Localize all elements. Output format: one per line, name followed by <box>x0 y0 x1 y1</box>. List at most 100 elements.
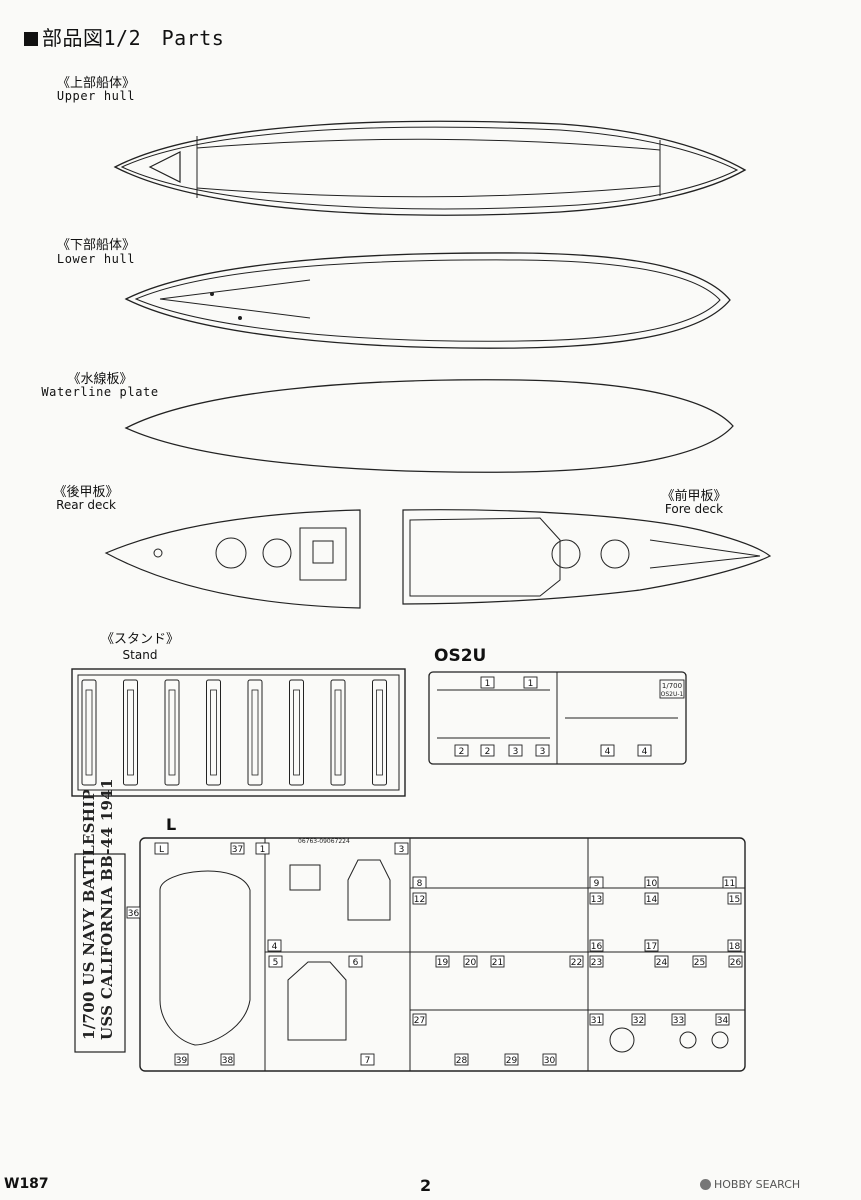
sprue-code: 06763-09067224 <box>298 838 350 845</box>
stand-slot-inner <box>85 689 93 776</box>
upper-hull-label-en: Upper hull <box>56 89 136 103</box>
sprue-l-part-number-text: 5 <box>273 958 279 968</box>
stand-slot <box>372 679 387 786</box>
sprue-l-part-number: 11 <box>722 876 737 889</box>
sprue-l-part-number: 6 <box>348 955 363 968</box>
os2u-part-number: 3 <box>535 744 550 757</box>
sprue-l-part-number: 3 <box>394 842 409 855</box>
sprue-l-part-number-text: 36 <box>128 909 140 919</box>
waterline-label-jp: 《水線板》 <box>67 372 133 387</box>
sprue-l-part-number: 4 <box>267 939 282 952</box>
ship-name-plate <box>74 853 126 1053</box>
ship-name-line-2: USS CALIFORNIA BB-44 1941 <box>98 778 116 1040</box>
os2u-part-number-text: 4 <box>642 747 648 757</box>
sprue-l-part-number-text: 15 <box>729 895 740 905</box>
watermark: HOBBY SEARCH <box>700 1178 800 1191</box>
os2u-sprue <box>428 671 687 765</box>
sprue-l-part-number-text: 19 <box>437 958 449 968</box>
sprue-l-part-number: 39 <box>174 1053 189 1066</box>
sprue-l-part-number-text: 9 <box>594 879 600 889</box>
sprue-l-part-number-text: 39 <box>176 1056 188 1066</box>
sprue-l-part-number-text: L <box>159 845 164 855</box>
sprue-l-part-number-text: 21 <box>492 958 503 968</box>
stand-slot-inner <box>334 689 342 776</box>
sprue-l-part-number-text: 25 <box>694 958 705 968</box>
stand-slot-inner <box>376 689 383 776</box>
sprue-l-part-number: 33 <box>671 1013 686 1026</box>
os2u-part-number-text: 4 <box>605 747 611 757</box>
stand-slot-inner <box>293 689 300 776</box>
stand-slot <box>206 679 221 786</box>
sprue-l-part-number-text: 32 <box>633 1016 644 1026</box>
sprue-l-part-number-text: 11 <box>724 879 735 889</box>
sprue-l-part-number: 23 <box>589 955 604 968</box>
stand-slot-inner <box>127 689 134 776</box>
sprue-l-part-number: 17 <box>644 939 659 952</box>
sprue-l-letter: L <box>166 815 177 834</box>
sprue-l-part-number-text: 34 <box>717 1016 729 1026</box>
ship-name-line-1: 1/700 US NAVY BATTLESHIP <box>80 789 98 1040</box>
sprue-l-part-number: 14 <box>644 892 659 905</box>
sprue-l-part-number-text: 7 <box>365 1056 371 1066</box>
sprue-l-part-number-text: 17 <box>646 942 657 952</box>
stand-slot <box>330 679 346 786</box>
lower-hull-label-en: Lower hull <box>56 252 136 266</box>
sprue-l-part-number-text: 18 <box>729 942 741 952</box>
os2u-part-number: 2 <box>454 744 469 757</box>
stand-label-jp: 《スタンド》 <box>100 632 179 647</box>
sprue-l-part-number: 13 <box>589 892 604 905</box>
stand-sprue <box>71 668 406 797</box>
sprue-l-part-number-text: 29 <box>506 1056 518 1066</box>
watermark-logo-icon <box>700 1179 711 1190</box>
stand-slot <box>123 679 138 786</box>
sprue-l-part-number: 37 <box>230 842 245 855</box>
sprue-l-part-number-text: 38 <box>222 1056 234 1066</box>
lower-hull-part <box>124 252 731 349</box>
sprue-l-part-number-text: 20 <box>465 958 477 968</box>
sprue-l-part-number: 16 <box>589 939 604 952</box>
sprue-l-part-number-text: 33 <box>673 1016 684 1026</box>
os2u-part-number: 2 <box>480 744 495 757</box>
sprue-l-part-number-text: 8 <box>417 879 423 889</box>
waterline-label-en: Waterline plate <box>41 385 159 399</box>
sprue-l-part-number: 31 <box>589 1013 604 1026</box>
stand-slot-inner <box>251 689 259 776</box>
os2u-part-number-text: 1 <box>528 679 534 689</box>
stand-slot-inner <box>210 689 217 776</box>
sprue-l-part-number: 24 <box>654 955 669 968</box>
sprue-l-part-number: 18 <box>727 939 742 952</box>
stand-slot <box>247 679 263 786</box>
os2u-part-number: 4 <box>637 744 652 757</box>
sprue-l-part-number: 27 <box>412 1013 427 1026</box>
upper-hull-label-jp: 《上部船体》 <box>56 76 135 91</box>
bullet-square-icon <box>24 32 38 46</box>
sprue-l-part-number: 20 <box>463 955 478 968</box>
sprue-l-part-number: 30 <box>542 1053 557 1066</box>
sprue-l-part-number-text: 13 <box>591 895 602 905</box>
fore-deck-label-en: Fore deck <box>664 502 724 516</box>
sprue-l-part-number: 22 <box>569 955 584 968</box>
sprue-l-part-number-text: 3 <box>399 845 405 855</box>
sprue-l-part-number: 5 <box>268 955 283 968</box>
os2u-title: OS2U <box>434 646 487 666</box>
os2u-part-number-text: 1 <box>485 679 491 689</box>
sprue-l-part-number-text: 22 <box>571 958 582 968</box>
stand-slot <box>81 679 97 786</box>
sprue-l-part-number-text: 6 <box>353 958 359 968</box>
os2u-part-number-text: 2 <box>485 747 491 757</box>
sprue-l-part-number: 25 <box>692 955 707 968</box>
stand-slots <box>81 679 387 786</box>
stand-label-en: Stand <box>122 648 158 662</box>
stand-slot-inner <box>168 689 176 776</box>
stand-slot <box>289 679 304 786</box>
os2u-part-number-text: 3 <box>540 747 546 757</box>
sprue-l-part-number: 36 <box>126 906 141 919</box>
sprue-l-part-number-text: 26 <box>730 958 742 968</box>
sprue-l-part-number: 38 <box>220 1053 235 1066</box>
sprue-l-part-number: 8 <box>412 876 427 889</box>
lower-hull-label-jp: 《下部船体》 <box>56 238 135 253</box>
page-number: 2 <box>420 1176 432 1195</box>
sprue-l-part-number-text: 14 <box>646 895 658 905</box>
